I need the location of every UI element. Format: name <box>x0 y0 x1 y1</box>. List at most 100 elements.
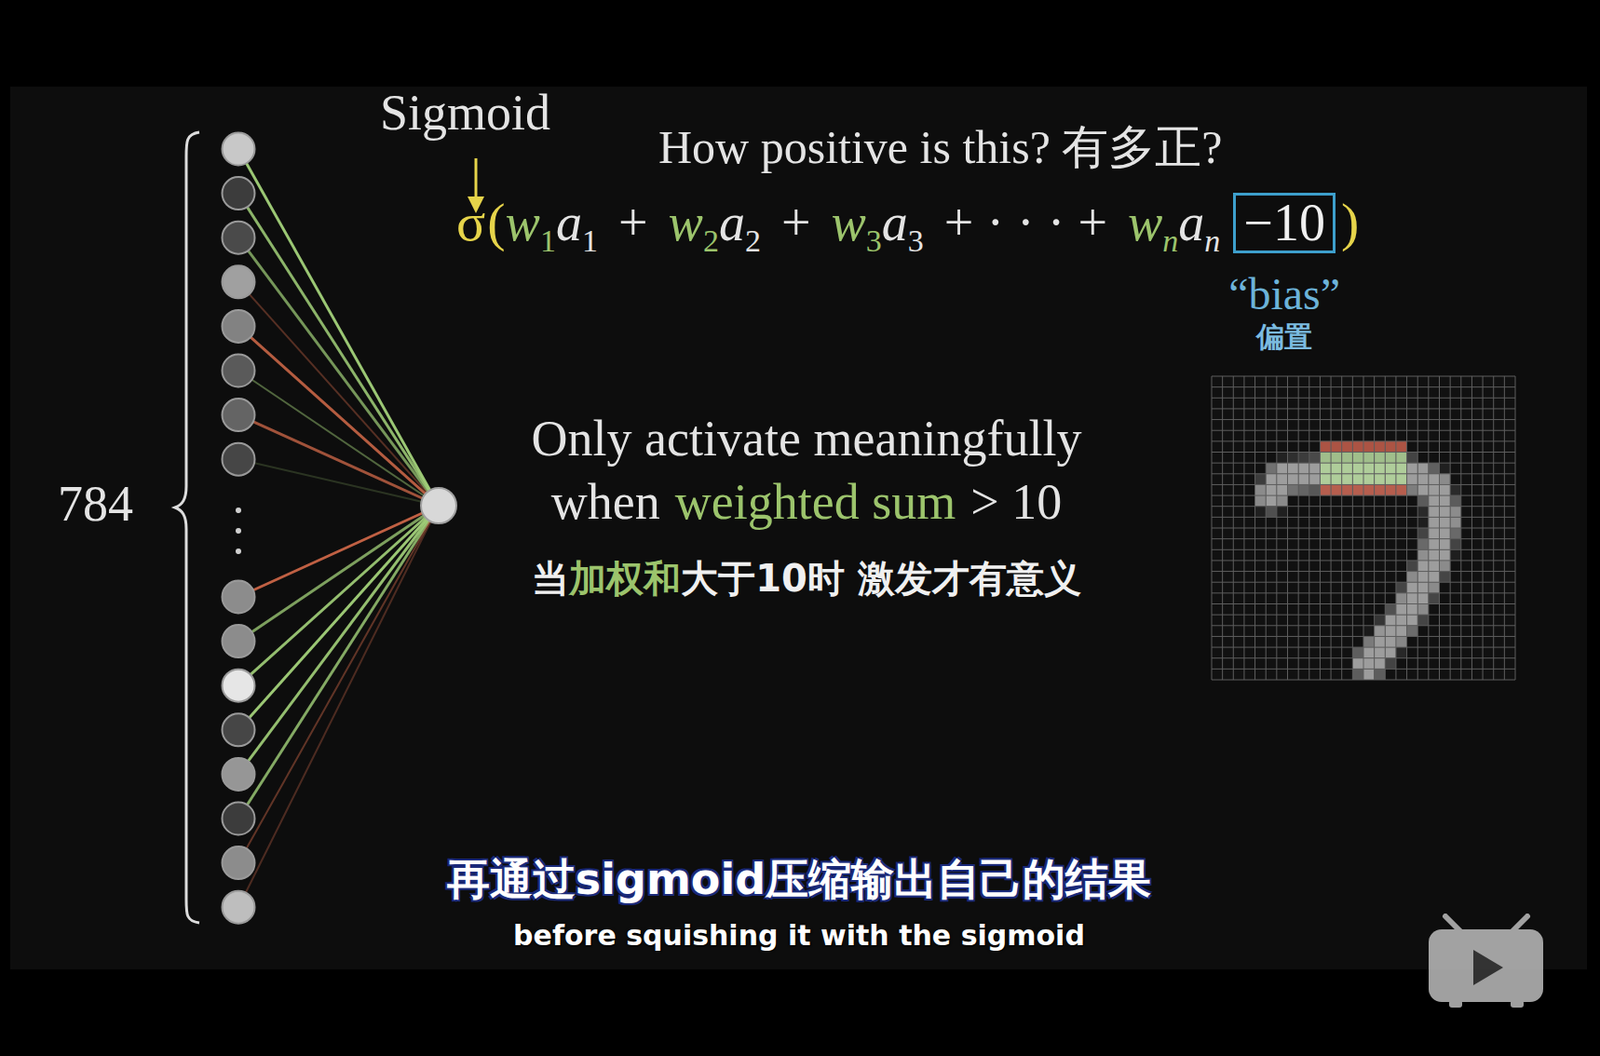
digit-pixel <box>1450 528 1462 540</box>
weight-symbol: w <box>505 192 541 253</box>
digit-pixel <box>1265 506 1277 518</box>
sigma-symbol: σ <box>456 191 486 255</box>
digit-pixel <box>1417 484 1429 496</box>
digit-pixel <box>1276 452 1289 464</box>
digit-pixel <box>1450 539 1462 551</box>
digit-pixel <box>1428 582 1440 594</box>
digit-pixel <box>1396 604 1408 616</box>
text-row: whenweighted sum> 10 <box>551 473 1062 531</box>
digit-pixel <box>1407 484 1419 496</box>
digit-pixel <box>1374 462 1386 475</box>
negative-weight-cell <box>1330 484 1343 496</box>
digit-pixel <box>1288 484 1300 496</box>
digit-pixel <box>1288 474 1300 486</box>
weight-line <box>238 415 439 506</box>
grid-line <box>1211 624 1516 626</box>
digit-pixel <box>1417 516 1429 529</box>
digit-pixel <box>1407 571 1419 584</box>
digit-pixel <box>1417 474 1429 486</box>
grid-line <box>1211 582 1516 584</box>
text-row: How positive is this? 有多正? <box>658 121 1223 176</box>
negative-weight-cell <box>1396 441 1408 453</box>
digit-pixel <box>1384 484 1397 496</box>
digit-pixel <box>1330 484 1343 496</box>
digit-pixel <box>1319 462 1331 475</box>
grid-line <box>1211 614 1516 616</box>
positive-weight-cell <box>1396 462 1408 475</box>
digit-pixel <box>1352 668 1364 680</box>
digit-pixel <box>1407 560 1419 572</box>
input-neuron <box>222 265 256 299</box>
negative-weight-cell <box>1319 484 1331 496</box>
activation-subscript: 2 <box>745 222 761 259</box>
digit-pixel <box>1298 484 1310 496</box>
activation-symbol: a <box>555 192 583 253</box>
positive-weight-cell <box>1342 452 1354 464</box>
positive-weight-cell <box>1384 452 1397 464</box>
digit-pixel <box>1276 506 1289 518</box>
digit-pixel <box>1428 506 1440 518</box>
bias-box: −10 <box>1233 192 1336 254</box>
activation-symbol: a <box>1178 192 1205 253</box>
digit-pixel <box>1407 452 1419 464</box>
digit-pixel <box>1417 582 1429 594</box>
input-neuron <box>222 758 256 791</box>
grid-line <box>1471 376 1473 680</box>
positive-weight-cell <box>1363 462 1375 475</box>
digit-pixel <box>1363 474 1375 486</box>
input-neuron <box>222 398 256 432</box>
text-row: Sigmoid <box>379 83 551 142</box>
sigmoid-label: Sigmoid <box>379 83 551 142</box>
parenthesis: ) <box>1341 191 1359 255</box>
digit-pixel <box>1439 495 1451 507</box>
digit-pixel <box>1363 484 1375 496</box>
note-text: Only activate meaningfully <box>531 409 1083 468</box>
grid-line <box>1427 376 1429 680</box>
text-row: 再通过sigmoid压缩输出自己的结果 <box>447 854 1152 905</box>
digit-pixel <box>1265 495 1277 507</box>
grid-line <box>1211 657 1516 659</box>
digit-pixel <box>1255 506 1267 518</box>
digit-pixel <box>1384 636 1397 648</box>
input-neuron <box>222 310 256 343</box>
video-frame <box>10 86 1587 970</box>
negative-weight-cell <box>1352 441 1364 453</box>
digit-pixel <box>1439 528 1451 540</box>
digit-pixel <box>1309 452 1321 464</box>
grid-line <box>1211 538 1516 540</box>
grid-line <box>1417 376 1419 680</box>
weight-line <box>238 325 439 506</box>
digit-pixel <box>1428 484 1440 496</box>
text-row: Only activate meaningfully <box>531 409 1083 468</box>
network <box>222 133 458 924</box>
text-row: 784 <box>57 474 134 533</box>
digit-pixel <box>1407 625 1419 638</box>
grid-line <box>1211 549 1516 551</box>
digit-pixel <box>1407 474 1419 486</box>
digit-pixel <box>1407 614 1419 626</box>
digit-pixel <box>1396 452 1408 464</box>
negative-weight-cell <box>1342 484 1354 496</box>
digit-pixel <box>1363 668 1375 680</box>
player-icon <box>1428 916 1544 1008</box>
activation-subscript: n <box>1204 222 1221 259</box>
digit-pixel <box>1417 604 1429 616</box>
plus-operator: + <box>618 192 649 253</box>
digit-pixel <box>1265 474 1277 486</box>
digit-pixel <box>1330 452 1343 464</box>
digit-pixel <box>1374 668 1386 680</box>
positive-weight-cell <box>1384 474 1397 486</box>
grid-line <box>1211 647 1516 649</box>
positive-weight-cell <box>1374 452 1386 464</box>
digit-pixel <box>1384 647 1397 659</box>
positive-weight-cell <box>1330 462 1343 475</box>
digit-pixel <box>1384 452 1397 464</box>
digit-pixel <box>1439 516 1451 529</box>
digit-pixel <box>1428 571 1440 584</box>
digit-pixel <box>1384 462 1397 475</box>
grid-line <box>1211 570 1516 572</box>
digit-pixel <box>1396 647 1408 659</box>
grid-line <box>1373 376 1375 680</box>
weight-line <box>238 505 439 819</box>
activation-symbol: a <box>718 192 746 253</box>
